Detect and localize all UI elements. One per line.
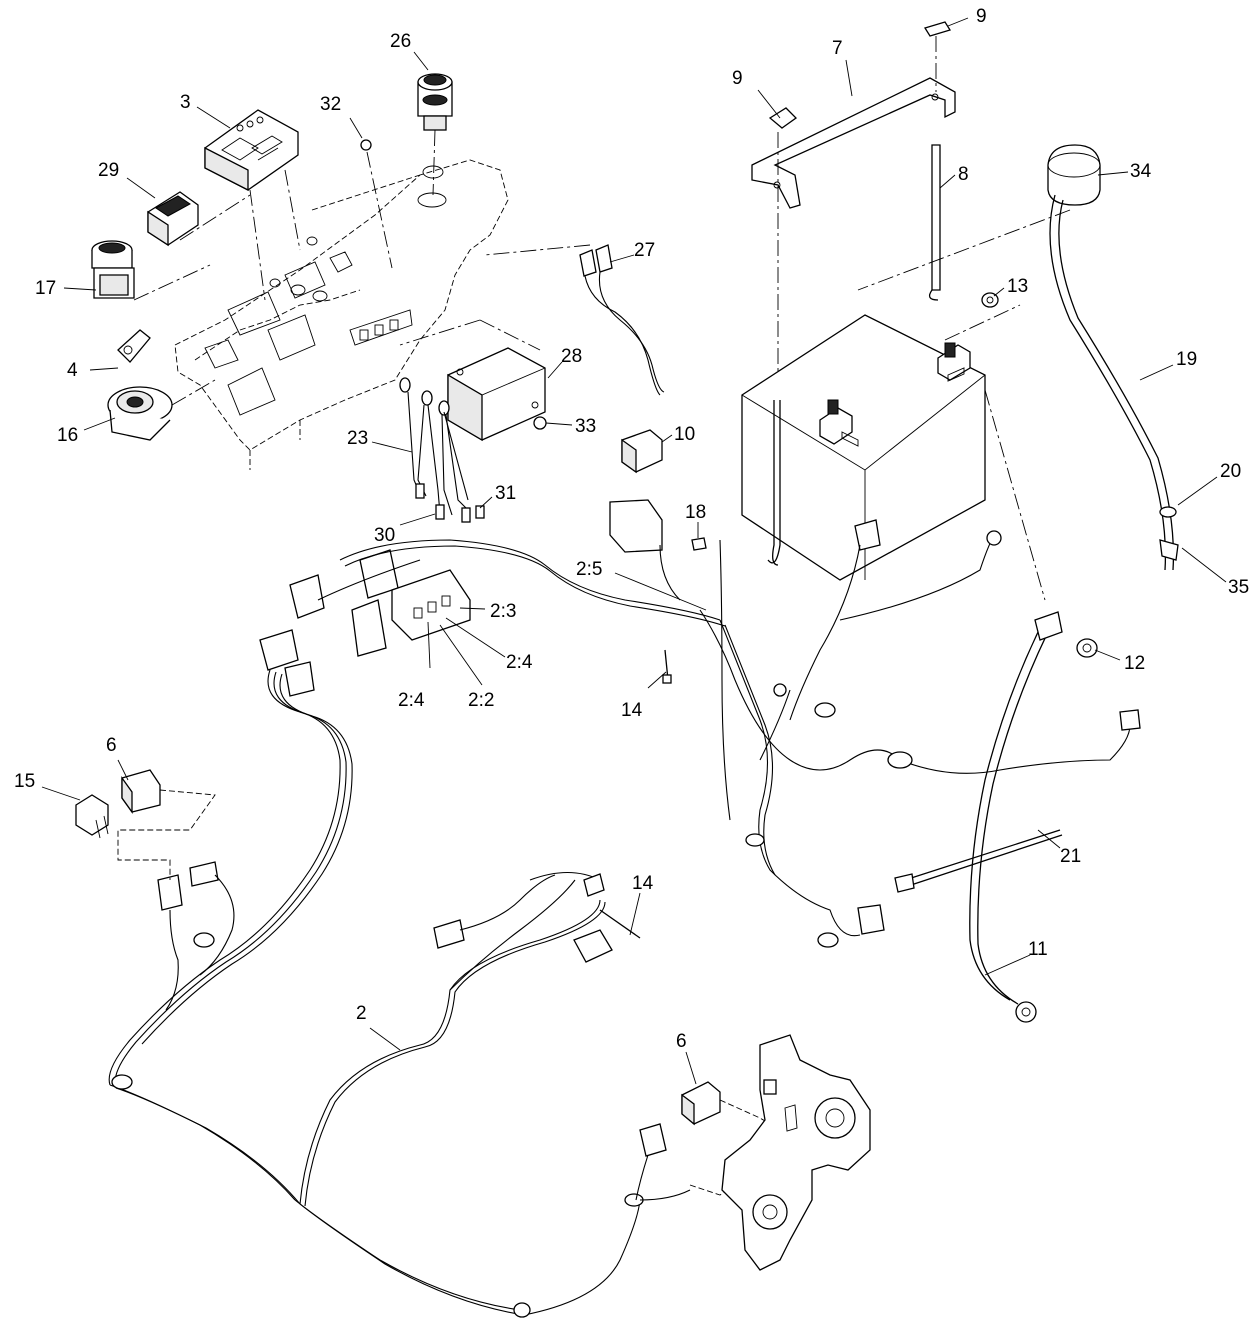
callout-8: 8 xyxy=(958,164,969,185)
callout-23: 23 xyxy=(347,428,368,449)
battery-part xyxy=(741,304,1046,601)
callout-32: 32 xyxy=(320,94,341,115)
callout-9-right: 9 xyxy=(976,6,987,27)
ignition-key-part xyxy=(117,329,151,363)
callout-20: 20 xyxy=(1220,461,1241,482)
fastener-bolt-part xyxy=(691,537,707,551)
fuse-harness-part xyxy=(484,244,665,396)
cable-tie-lower-part xyxy=(599,909,641,939)
callout-labels: 26 3 32 29 17 4 16 9 9 7 8 34 27 13 28 3… xyxy=(14,6,1249,1052)
seat-switch-part xyxy=(75,794,109,839)
callout-7: 7 xyxy=(832,38,843,59)
rocker-switch-part xyxy=(147,191,251,247)
callout-26: 26 xyxy=(390,31,411,52)
callout-13: 13 xyxy=(1007,276,1028,297)
callout-18: 18 xyxy=(685,502,706,523)
controller-module-part xyxy=(399,319,547,442)
cable-tie-upper-part xyxy=(662,649,672,684)
callout-4: 4 xyxy=(67,360,78,381)
callout-11: 11 xyxy=(1028,939,1048,960)
callout-21: 21 xyxy=(1060,846,1081,867)
callout-2: 2 xyxy=(356,1003,367,1024)
callout-28: 28 xyxy=(561,346,582,367)
callout-3: 3 xyxy=(180,92,191,113)
callout-19: 19 xyxy=(1176,349,1197,370)
callout-31: 31 xyxy=(495,483,516,504)
callout-6-upper: 6 xyxy=(106,735,117,756)
relay-pigtail-part xyxy=(399,377,485,523)
callout-27: 27 xyxy=(634,240,655,261)
callout-35: 35 xyxy=(1228,577,1249,598)
small-grommet-part xyxy=(360,139,393,269)
main-wire-harness xyxy=(108,499,1141,1318)
callout-2-4-left: 2:4 xyxy=(398,690,425,711)
callout-leader-lines xyxy=(41,17,1227,1085)
negative-battery-cable-part xyxy=(969,611,1063,1023)
callout-33: 33 xyxy=(575,416,596,437)
callout-16: 16 xyxy=(57,425,78,446)
interlock-switch-upper-part xyxy=(117,769,216,880)
brake-pedal-bracket-part xyxy=(721,1034,871,1271)
callout-2-5: 2:5 xyxy=(576,559,602,580)
callout-2-4-right: 2:4 xyxy=(506,652,533,673)
power-socket-part xyxy=(417,73,453,196)
callout-12: 12 xyxy=(1124,653,1145,674)
callout-14-upper: 14 xyxy=(621,700,643,721)
battery-terminal-nut-part xyxy=(1076,638,1098,658)
callout-15: 15 xyxy=(14,771,35,792)
callout-17: 17 xyxy=(35,278,56,299)
long-cable-tie-part xyxy=(894,829,1063,893)
battery-hold-down-part xyxy=(751,21,956,415)
callout-14-lower: 14 xyxy=(632,873,654,894)
positive-battery-cable-part xyxy=(857,144,1179,571)
callout-9-left: 9 xyxy=(732,68,743,89)
ignition-switch-part xyxy=(107,379,216,441)
display-module-part xyxy=(204,109,301,301)
pto-switch-part xyxy=(91,240,211,301)
callout-6-lower: 6 xyxy=(676,1031,687,1052)
callout-29: 29 xyxy=(98,160,119,181)
control-panel-plate xyxy=(174,159,509,470)
callout-2-2: 2:2 xyxy=(468,690,494,711)
callout-2-3: 2:3 xyxy=(490,601,516,622)
relay-part xyxy=(621,429,663,474)
callout-10: 10 xyxy=(674,424,695,445)
callout-30: 30 xyxy=(374,525,395,546)
battery-nut-part xyxy=(981,292,999,308)
callout-34: 34 xyxy=(1130,161,1152,182)
